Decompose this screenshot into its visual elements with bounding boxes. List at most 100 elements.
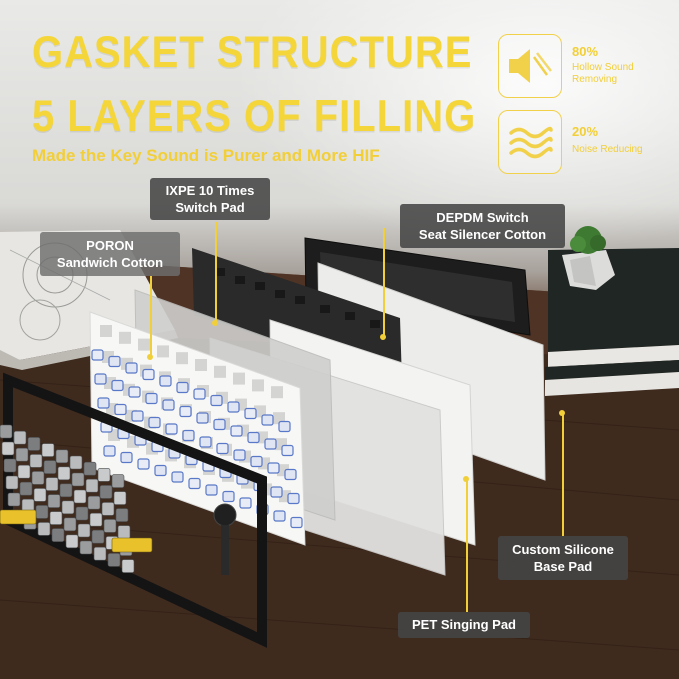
callout-depdm-line1: DEPDM Switch bbox=[436, 210, 529, 225]
switch bbox=[159, 375, 172, 387]
switch bbox=[261, 414, 274, 426]
callout-silicone-line1: Custom Silicone bbox=[512, 542, 614, 557]
keycap bbox=[31, 471, 45, 485]
callout-ixpe-line2: Switch Pad bbox=[175, 200, 245, 215]
plate-cutout bbox=[271, 386, 283, 399]
headline-line-1: GASKET STRUCTURE bbox=[32, 28, 473, 78]
keycap bbox=[89, 512, 103, 527]
switch bbox=[199, 436, 212, 448]
switch bbox=[188, 477, 201, 490]
keycap bbox=[0, 424, 13, 439]
callout-poron-line2: Sandwich Cotton bbox=[56, 255, 164, 270]
plate-cutout bbox=[252, 379, 264, 392]
keycap bbox=[113, 491, 127, 505]
stat-value-hollow: 80% bbox=[572, 44, 599, 59]
switch bbox=[284, 468, 297, 481]
callout-poron-line1: PORON bbox=[86, 238, 134, 253]
keycap bbox=[69, 455, 83, 470]
keycap bbox=[61, 500, 75, 515]
keycap bbox=[27, 437, 41, 451]
keycap bbox=[63, 517, 77, 532]
keycap bbox=[41, 443, 55, 457]
switch bbox=[125, 362, 138, 374]
keycap bbox=[85, 478, 99, 493]
leader-silicone bbox=[562, 412, 564, 536]
keycap bbox=[71, 472, 85, 487]
keycap-accent bbox=[0, 509, 37, 525]
headline-line-2: 5 LAYERS OF FILLING bbox=[32, 92, 477, 142]
switch bbox=[278, 420, 291, 433]
noise-reduce-stat bbox=[498, 110, 562, 174]
leader-dot-pet bbox=[463, 476, 469, 482]
keycap bbox=[13, 430, 27, 445]
keycap bbox=[121, 559, 135, 573]
switch bbox=[193, 388, 206, 400]
keycap bbox=[77, 523, 91, 538]
switch bbox=[91, 349, 104, 361]
switch bbox=[182, 429, 195, 442]
switch bbox=[97, 397, 110, 409]
keycap bbox=[101, 502, 115, 516]
keycap bbox=[19, 481, 33, 496]
leader-pet bbox=[466, 478, 468, 612]
potted-succulent bbox=[562, 226, 615, 290]
plate-cutout bbox=[138, 338, 150, 351]
plate-cutout bbox=[100, 325, 112, 337]
leader-dot-silicone bbox=[559, 410, 565, 416]
switch bbox=[171, 471, 184, 483]
switch bbox=[111, 379, 124, 392]
keycap bbox=[93, 546, 107, 561]
switch bbox=[216, 442, 229, 455]
leader-dot-poron bbox=[147, 354, 153, 360]
switch bbox=[247, 431, 260, 444]
keycap bbox=[51, 528, 65, 542]
leader-dot-ixpe bbox=[212, 320, 218, 326]
keycap bbox=[3, 458, 17, 473]
switch bbox=[222, 490, 235, 503]
keycap bbox=[5, 475, 19, 490]
keycap bbox=[111, 474, 125, 488]
switch bbox=[210, 394, 223, 407]
stat-label-hollow-1: Hollow Sound bbox=[572, 62, 634, 73]
switch bbox=[250, 455, 263, 468]
switch bbox=[137, 458, 150, 470]
switch bbox=[264, 438, 277, 450]
keycap bbox=[73, 489, 87, 504]
switch bbox=[287, 492, 300, 505]
switch bbox=[205, 484, 218, 496]
keycap bbox=[57, 466, 71, 481]
switch bbox=[227, 401, 240, 413]
keycaps bbox=[0, 424, 153, 573]
plate-cutout bbox=[176, 352, 188, 365]
leader-depdm bbox=[383, 228, 385, 336]
switch bbox=[108, 355, 121, 368]
switch bbox=[148, 416, 161, 429]
plate-cutout bbox=[233, 372, 245, 385]
speaker-icon bbox=[509, 49, 552, 83]
keycap bbox=[43, 460, 57, 474]
callout-pet: PET Singing Pad bbox=[398, 612, 530, 638]
switch bbox=[281, 444, 294, 457]
callout-pet-line1: PET Singing Pad bbox=[411, 617, 516, 632]
stat-label-noise: Noise Reducing bbox=[572, 144, 643, 155]
keycap bbox=[83, 461, 97, 476]
switch bbox=[120, 451, 133, 464]
keycap bbox=[87, 495, 101, 510]
keycap-accent bbox=[111, 537, 153, 553]
switch bbox=[145, 392, 158, 405]
switch bbox=[142, 368, 155, 381]
keycap bbox=[79, 540, 93, 555]
callout-depdm: DEPDM Switch Seat Silencer Cotton bbox=[400, 204, 565, 248]
keycap bbox=[91, 529, 105, 544]
stat-value-noise: 20% bbox=[572, 124, 599, 139]
switch bbox=[176, 381, 189, 394]
keyboard-frame bbox=[3, 372, 267, 648]
switch bbox=[94, 373, 107, 385]
keycap bbox=[49, 511, 63, 525]
switch bbox=[162, 399, 175, 411]
keycap bbox=[115, 508, 129, 522]
keycap bbox=[97, 468, 111, 482]
switch bbox=[213, 418, 226, 431]
rotary-knob bbox=[213, 503, 237, 527]
